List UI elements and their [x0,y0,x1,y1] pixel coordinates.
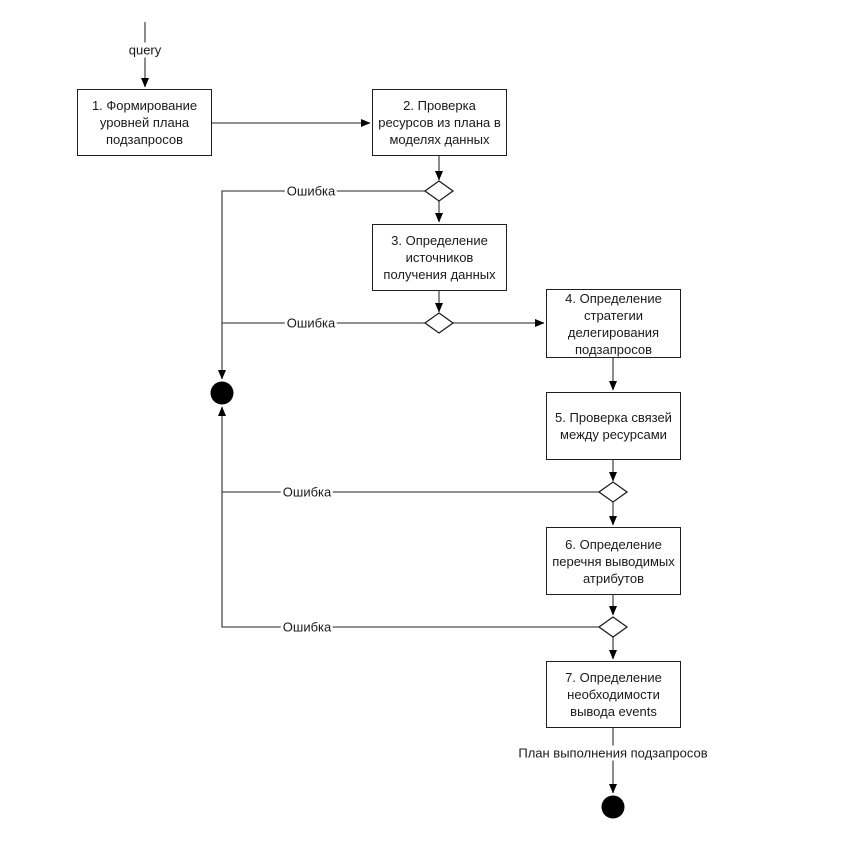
decision-diamond-1[interactable] [423,180,455,202]
activity-box-2[interactable]: 2. Проверка ресурсов из плана в моделях … [372,89,507,156]
decision-diamond-3[interactable] [597,481,629,503]
error-label-4: Ошибка [280,619,334,635]
activity-box-1[interactable]: 1. Формирование уровней плана подзапросо… [77,89,212,156]
activity-box-5[interactable]: 5. Проверка связей между ресурсами [546,392,681,460]
decision4-error-to-merge-connector [221,492,599,628]
decision-diamond-4[interactable] [597,616,629,638]
output-label: План выполнения подзапросов [516,745,710,761]
activity-box-4[interactable]: 4. Определение стратегии делегирования п… [546,289,681,358]
decision3-error-to-merge-connector [218,406,599,493]
decision-diamond-2[interactable] [423,312,455,334]
activity-box-7[interactable]: 7. Определение необходимости вывода even… [546,661,681,728]
error-final-node[interactable] [210,381,234,405]
error-label-3: Ошибка [280,484,334,500]
final-node[interactable] [601,795,625,819]
activity-box-3[interactable]: 3. Определение источников получения данн… [372,224,507,291]
activity-box-6[interactable]: 6. Определение перечня выводимых атрибут… [546,527,681,595]
error-label-2: Ошибка [284,315,338,331]
error-label-1: Ошибка [284,183,338,199]
start-label: query [126,42,164,58]
decision1-error-to-merge-connector [218,190,425,380]
